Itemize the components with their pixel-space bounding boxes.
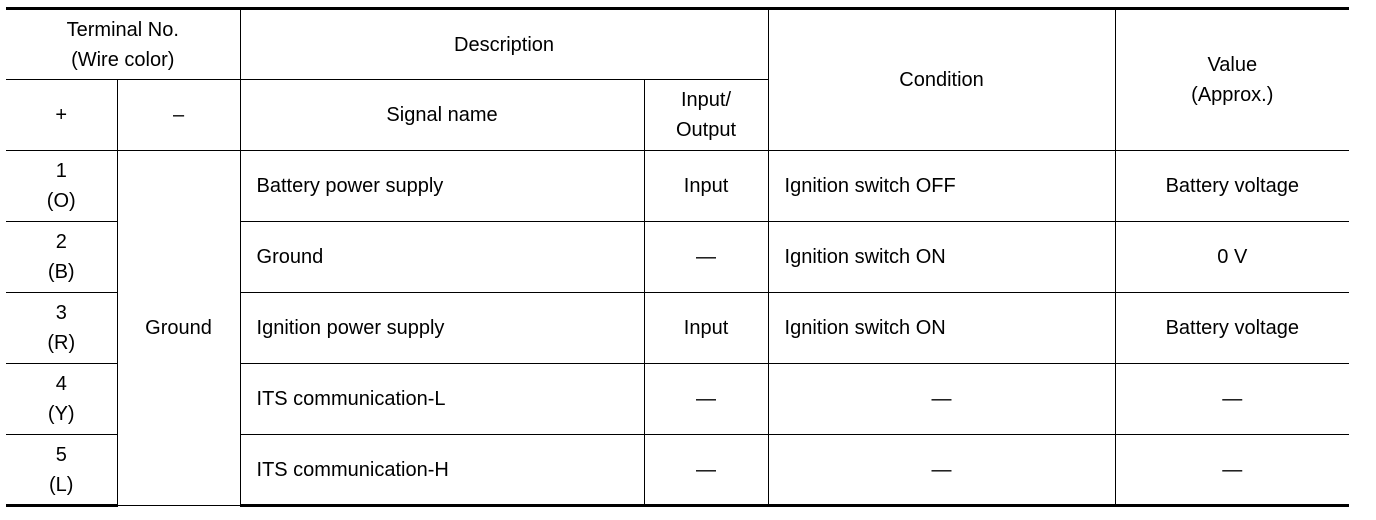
condition-cell: —: [767, 363, 1116, 435]
value-cell: Battery voltage: [1114, 150, 1350, 222]
wire-color: (Y): [47, 403, 75, 425]
approx-label: (Approx.): [1191, 84, 1274, 106]
terminal-number: 3: [55, 302, 67, 324]
terminal-number: 1: [55, 160, 67, 182]
signal-name-cell: Battery power supply: [239, 150, 645, 222]
ground-terminal-cell: Ground: [116, 150, 241, 506]
wire-color: (B): [47, 261, 75, 283]
terminal-cell: 2 (B): [6, 221, 118, 293]
signal-name-cell: ITS communication-L: [239, 363, 645, 435]
value-cell: Battery voltage: [1114, 292, 1350, 364]
minus-header: –: [116, 79, 241, 151]
output-label: Output: [676, 119, 737, 141]
description-header: Description: [239, 7, 769, 80]
wire-color: (L): [49, 473, 74, 496]
plus-header: +: [6, 79, 118, 151]
terminal-number: 2: [55, 231, 67, 253]
io-cell: Input: [643, 150, 769, 222]
value-header: Value (Approx.): [1114, 7, 1350, 151]
value-cell: —: [1114, 363, 1350, 435]
table-row: 3 (R) Ignition power supply Input Igniti…: [6, 292, 1350, 364]
wire-color: (O): [46, 190, 76, 212]
io-cell: Input: [643, 292, 769, 364]
condition-cell: Ignition switch ON: [767, 292, 1116, 364]
terminal-no-label: Terminal No.: [66, 18, 179, 41]
wire-color: (R): [47, 332, 76, 354]
wire-color-label: (Wire color): [71, 48, 175, 71]
input-label: Input/: [681, 89, 732, 111]
io-cell: —: [643, 434, 769, 507]
signal-name-header: Signal name: [239, 79, 645, 151]
condition-cell: Ignition switch ON: [767, 221, 1116, 293]
terminal-number: 4: [55, 373, 67, 395]
condition-header: Condition: [767, 7, 1116, 151]
value-cell: 0 V: [1114, 221, 1350, 293]
terminal-cell: 4 (Y): [6, 363, 118, 435]
value-cell: —: [1114, 434, 1350, 507]
signal-name-cell: ITS communication-H: [239, 434, 645, 507]
io-cell: —: [643, 221, 769, 293]
signal-name-cell: Ground: [239, 221, 645, 293]
terminal-cell: 1 (O): [6, 150, 118, 222]
terminal-no-header: Terminal No. (Wire color): [6, 7, 241, 80]
condition-cell: Ignition switch OFF: [767, 150, 1116, 222]
terminal-cell: 5 (L): [6, 434, 118, 507]
condition-cell: —: [767, 434, 1116, 507]
input-output-header: Input/ Output: [643, 79, 769, 151]
io-cell: —: [643, 363, 769, 435]
terminal-number: 5: [55, 443, 67, 466]
value-label: Value: [1207, 54, 1258, 76]
signal-name-cell: Ignition power supply: [239, 292, 645, 364]
table-row: 1 (O) Ground Battery power supply Input …: [6, 150, 1350, 506]
terminal-cell: 3 (R): [6, 292, 118, 364]
table-row: 5 (L) ITS communication-H — — —: [6, 434, 1350, 507]
terminal-table: Terminal No. (Wire color) Description Co…: [6, 7, 1350, 507]
table-row: 2 (B) Ground — Ignition switch ON 0 V: [6, 221, 1350, 293]
